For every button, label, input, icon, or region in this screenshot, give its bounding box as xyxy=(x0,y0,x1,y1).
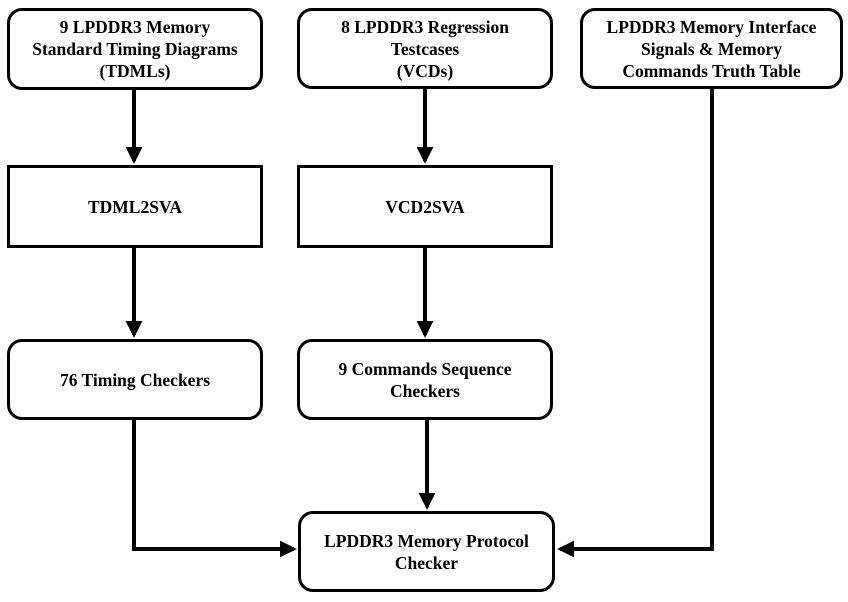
node-vcd2sva: VCD2SVA xyxy=(297,165,553,248)
node-timing-checkers: 76 Timing Checkers xyxy=(7,339,263,420)
connector-truth-table-to-protocol-checker xyxy=(557,89,714,558)
node-command-checkers: 9 Commands Sequence Checkers xyxy=(297,339,553,420)
node-tdml2sva: TDML2SVA xyxy=(7,165,263,248)
node-truth-table: LPDDR3 Memory Interface Signals & Memory… xyxy=(580,8,843,89)
node-tdml-sources: 9 LPDDR3 Memory Standard Timing Diagrams… xyxy=(7,8,263,90)
node-vcd-sources: 8 LPDDR3 Regression Testcases (VCDs) xyxy=(297,8,553,89)
connector-timing-checkers-to-protocol-checker xyxy=(132,420,297,558)
node-protocol-checker: LPDDR3 Memory Protocol Checker xyxy=(298,511,555,592)
